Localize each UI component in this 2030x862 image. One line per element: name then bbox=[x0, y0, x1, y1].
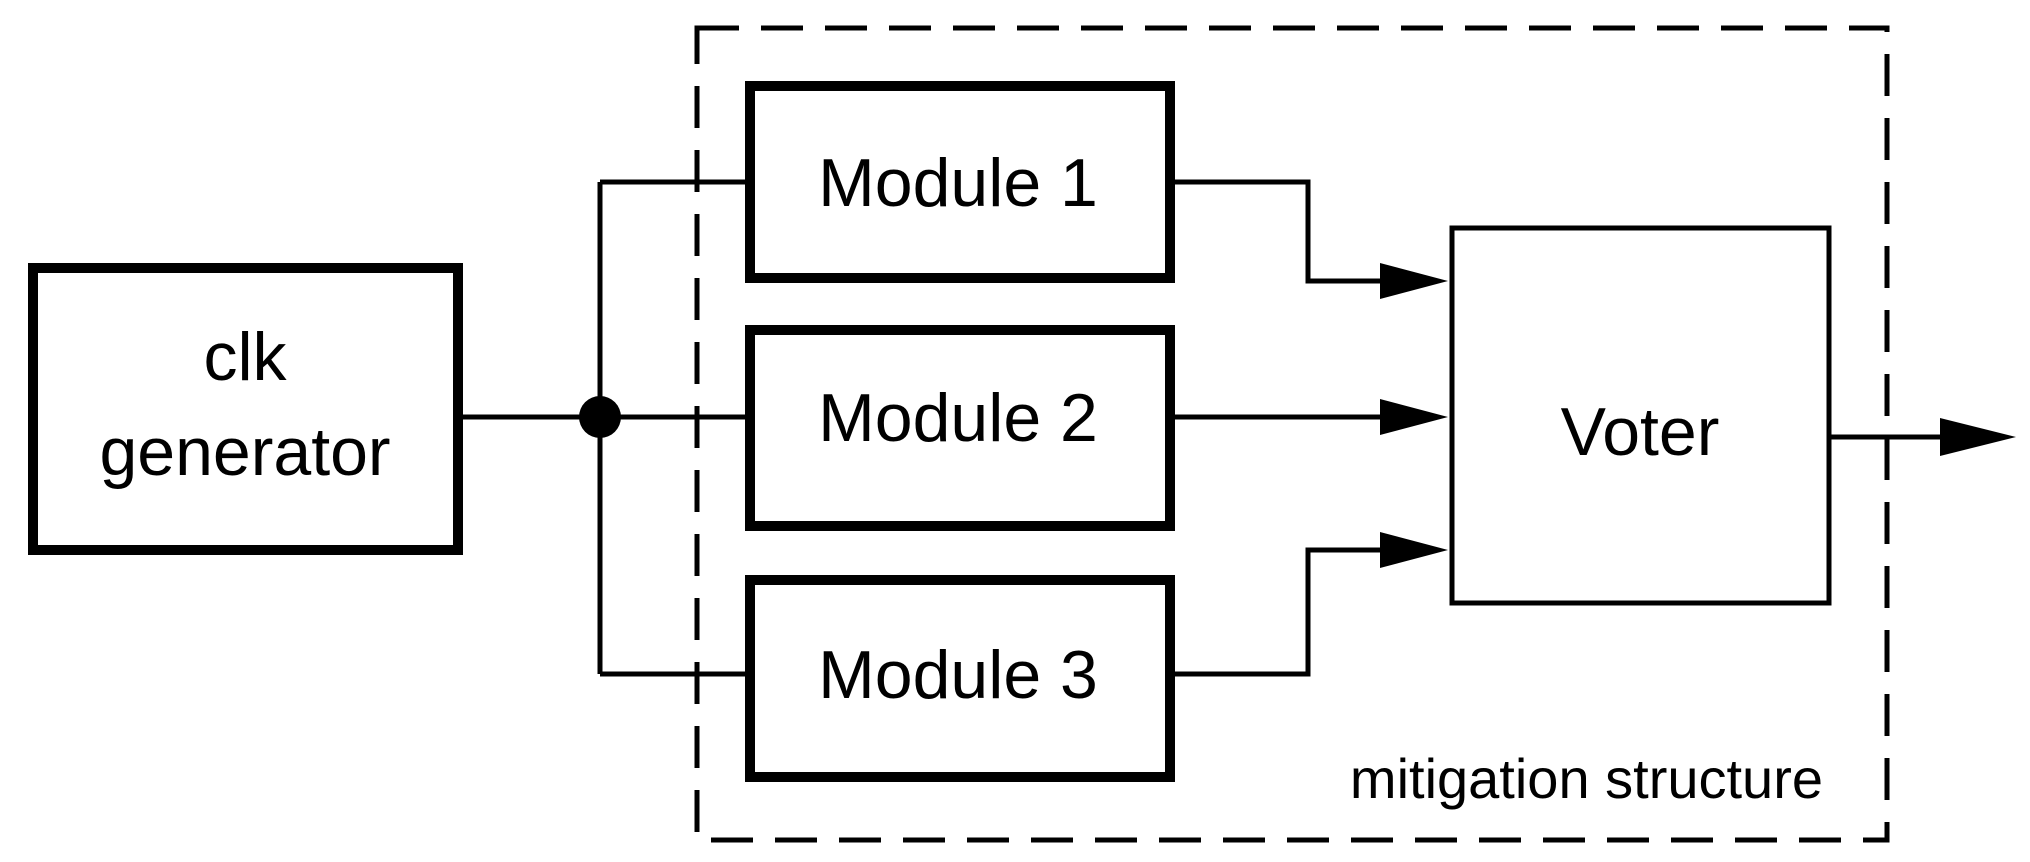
mitigation-structure-border bbox=[694, 25, 1890, 843]
module-2-block: Module 2 bbox=[745, 325, 1175, 531]
voter-label: Voter bbox=[1561, 394, 1720, 470]
arrow-into-voter-2 bbox=[1380, 399, 1448, 435]
voter-box bbox=[1449, 225, 1832, 606]
module-1-box bbox=[745, 81, 1175, 283]
module-3-box bbox=[745, 575, 1175, 782]
wire-module-1-to-voter bbox=[1170, 179, 1385, 284]
clk-generator-label-line-2: generator bbox=[99, 414, 390, 490]
mitigation-structure-region: mitigation structure bbox=[694, 25, 1890, 843]
module-2-label: Module 2 bbox=[818, 380, 1098, 456]
arrow-into-voter-1 bbox=[1380, 263, 1448, 299]
module-1-label: Module 1 bbox=[818, 145, 1098, 221]
arrow-into-voter-3 bbox=[1380, 532, 1448, 568]
module-3-block: Module 3 bbox=[745, 575, 1175, 782]
clk-generator-block: clk generator bbox=[28, 263, 463, 555]
voter-block: Voter bbox=[1449, 225, 1832, 606]
arrowheads bbox=[1380, 263, 2016, 568]
voter-output-arrow bbox=[1940, 418, 2016, 456]
module-3-label: Module 3 bbox=[818, 637, 1098, 713]
module-1-block: Module 1 bbox=[745, 81, 1175, 283]
module-2-box bbox=[745, 325, 1175, 531]
clk-generator-label-line-1: clk bbox=[203, 319, 287, 395]
clk-generator-box bbox=[28, 263, 463, 555]
junction-dot bbox=[579, 396, 621, 438]
wire-module-3-to-voter bbox=[1170, 547, 1385, 677]
mitigation-structure-label: mitigation structure bbox=[1350, 747, 1823, 810]
